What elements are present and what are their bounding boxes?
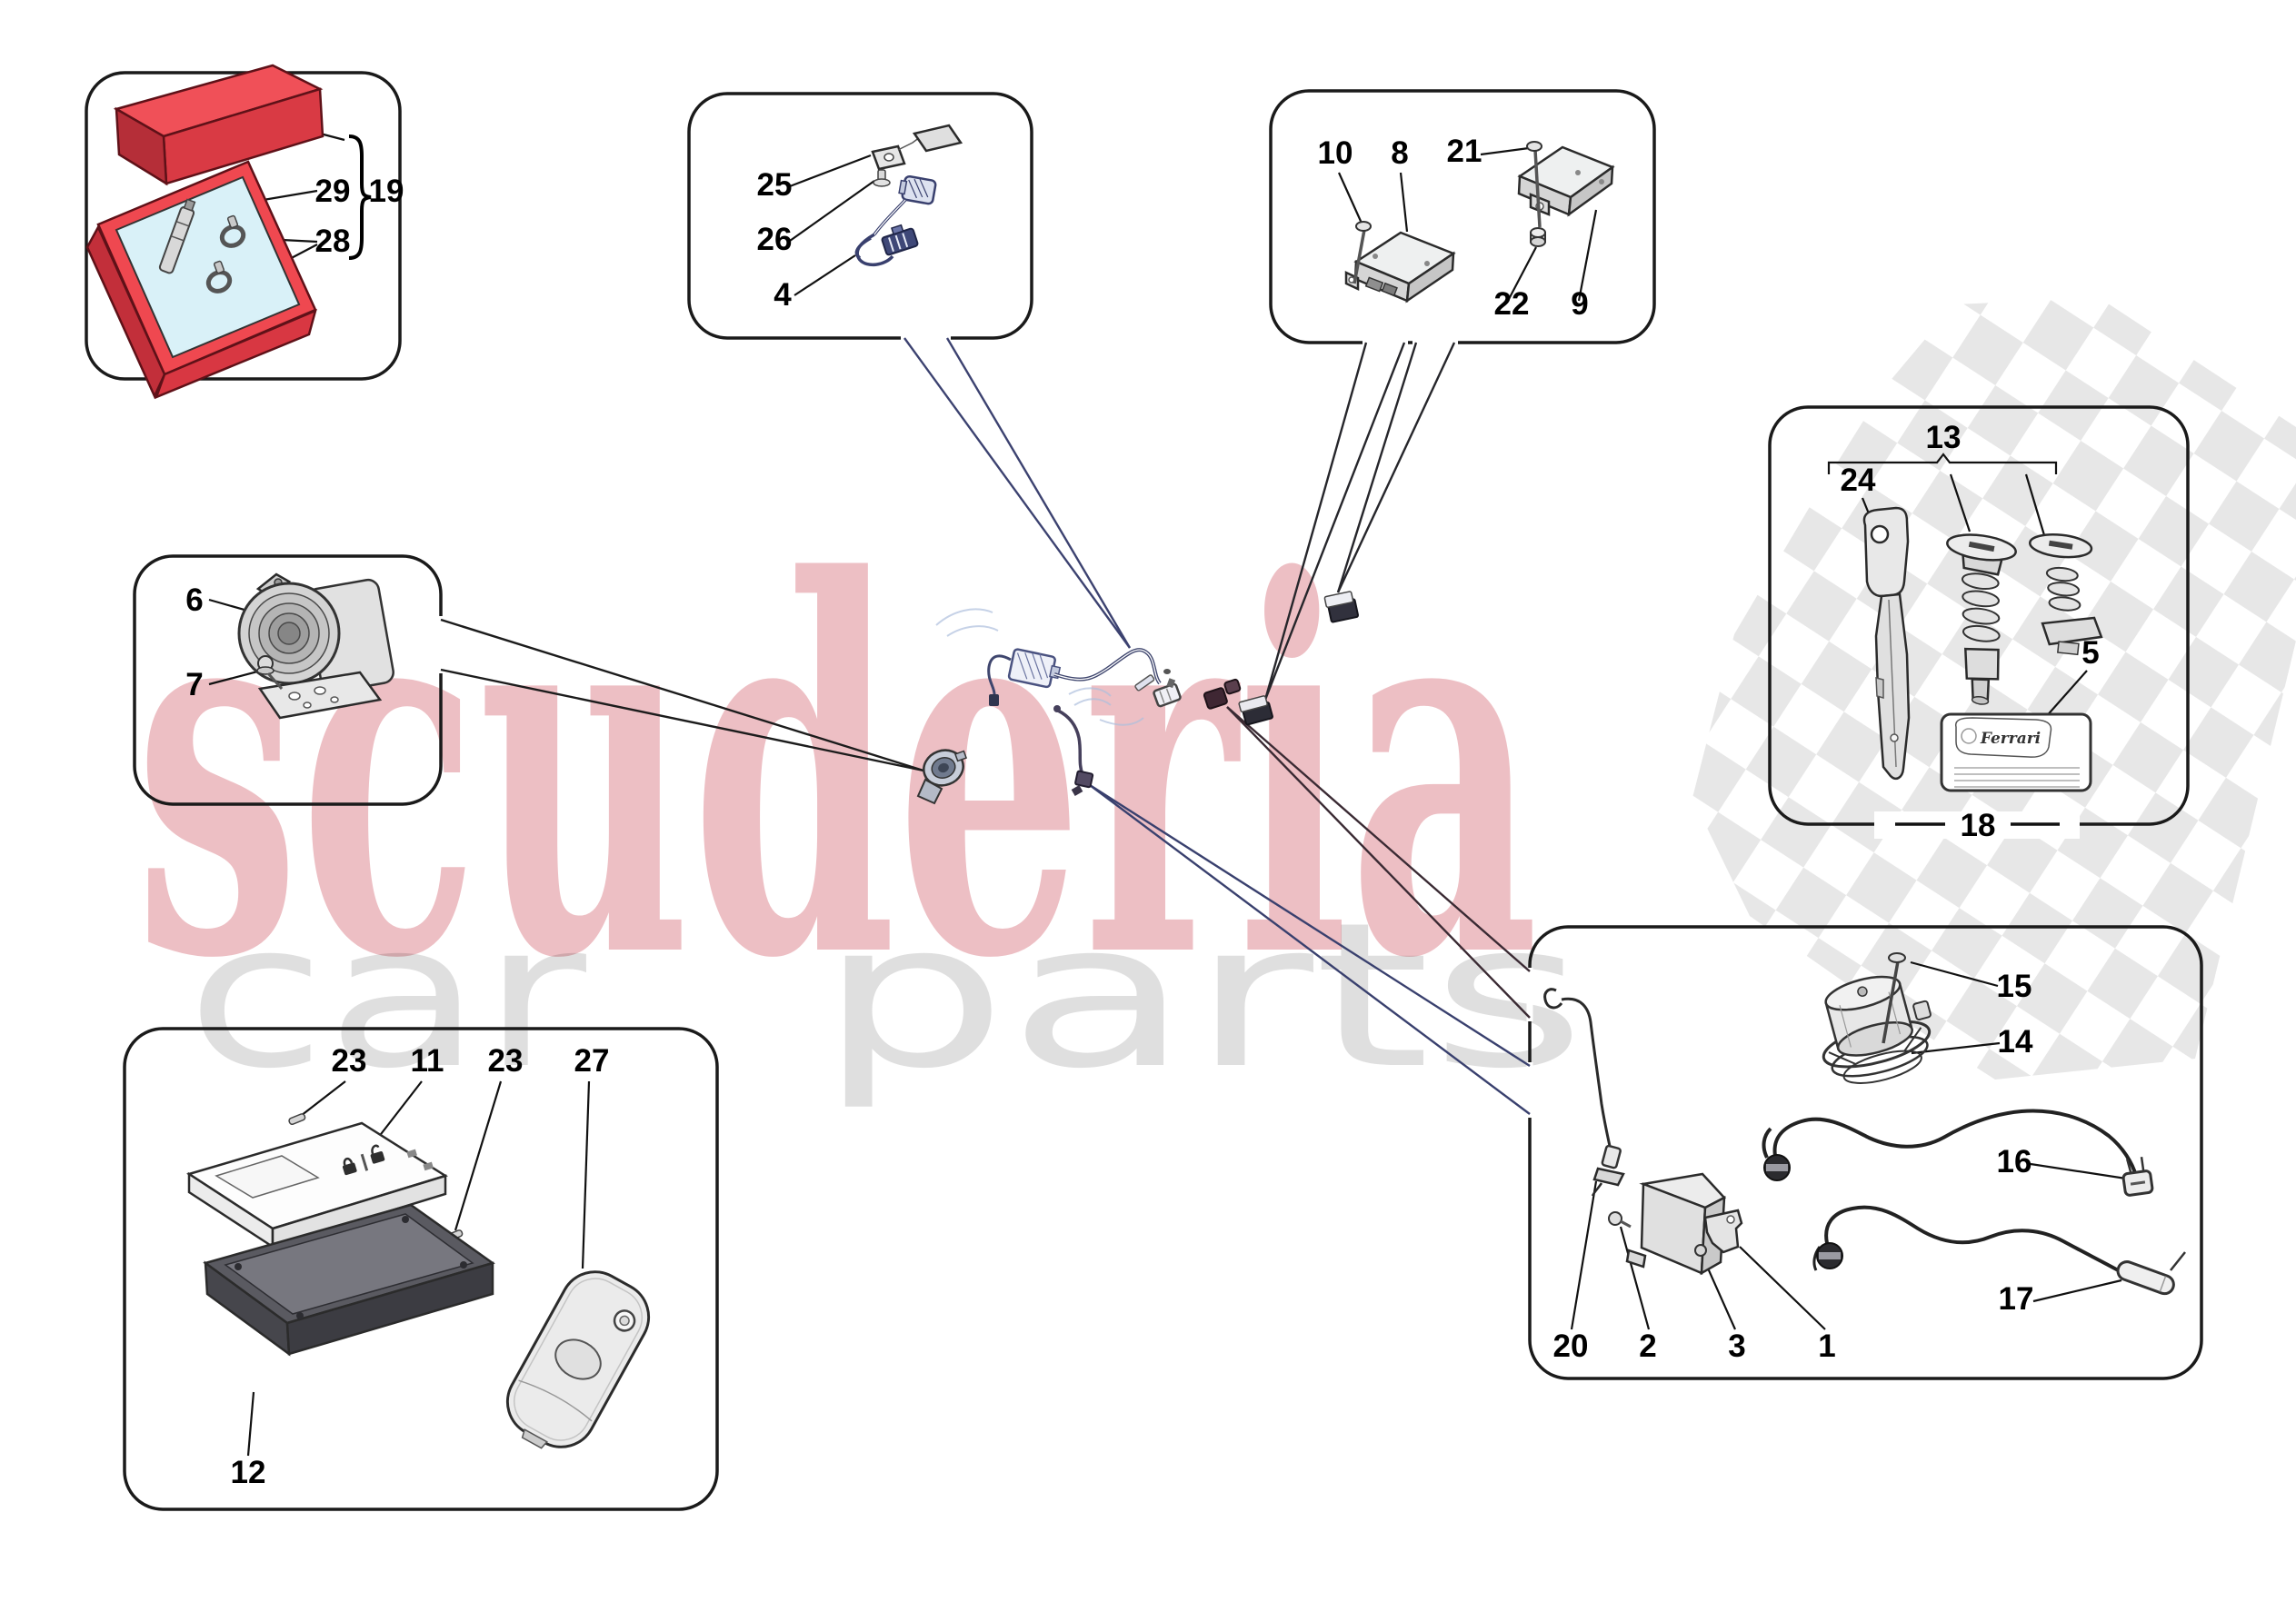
callout-28: 28 [315, 224, 351, 259]
brace-19 [348, 134, 372, 260]
callout-14: 14 [1998, 1024, 2033, 1060]
wedge-line [1336, 342, 1456, 593]
wedge-line [1089, 784, 1531, 1115]
panel-control-units [1269, 89, 1656, 344]
insitu-sensor-module-a [1238, 695, 1273, 726]
watermark-layer: scuderia car parts [135, 298, 2296, 1112]
wedge-line [1226, 706, 1531, 1019]
bracket-25 [871, 124, 963, 171]
insitu-connector-pair [1203, 678, 1242, 710]
wedge-line [1089, 783, 1531, 1068]
callout-20: 20 [1553, 1328, 1589, 1364]
screw-10 [1353, 221, 1372, 284]
ecu-9 [1517, 145, 1615, 217]
callout-27: 27 [574, 1043, 610, 1079]
callout-6: 6 [185, 582, 203, 618]
watermark-sub-right: parts [818, 880, 1586, 1112]
screw-7 [256, 655, 284, 690]
callout-16: 16 [1997, 1144, 2032, 1179]
lock-cylinder-13b [2029, 532, 2103, 656]
callout-labels: 29 19 28 25 26 4 10 8 21 22 9 6 7 13 24 … [185, 134, 2099, 1490]
siren-6 [237, 572, 394, 720]
wedge-line [440, 668, 924, 772]
callout-2: 2 [1639, 1328, 1656, 1364]
key-card-11 [186, 1121, 448, 1249]
callout-15: 15 [1997, 969, 2032, 1004]
pin-23a [288, 1113, 306, 1125]
wedge-line [903, 337, 1131, 649]
antenna-connector-16 [2121, 1156, 2154, 1197]
insitu-siren-clamp [916, 749, 968, 805]
lock-cylinder-13a [1946, 533, 2017, 705]
panel-siren [133, 554, 443, 806]
pointer-wedges [437, 334, 1533, 1118]
callout-19: 19 [369, 174, 404, 209]
alarm-ecu-1 [1625, 1172, 1727, 1276]
gift-box [85, 64, 324, 400]
key-ring-2 [205, 260, 233, 294]
callout-12: 12 [231, 1455, 266, 1490]
screw-15 [1882, 952, 1906, 1044]
insitu-control-module-cable [987, 648, 1182, 708]
callout-13: 13 [1926, 420, 1962, 455]
panel-alarm-system [1528, 925, 2203, 1380]
callout-8: 8 [1391, 135, 1408, 171]
callout-21: 21 [1447, 134, 1482, 169]
callout-4: 4 [774, 277, 792, 313]
wedge-line [1263, 342, 1406, 701]
ecu-8 [1344, 231, 1456, 304]
insitu-antenna-wire [1053, 705, 1094, 796]
wedge-line [440, 618, 924, 772]
screw-2 [1608, 1211, 1632, 1229]
glass-break-antenna-17 [2116, 1251, 2186, 1296]
watermark-brand: scuderia [135, 473, 1539, 1070]
wedge-line [945, 337, 1132, 649]
insitu-sensor-module-b [1323, 591, 1360, 623]
checkered-flag [1692, 298, 2296, 1080]
bracket-13-brace [1827, 453, 2058, 474]
callout-25: 25 [757, 167, 793, 203]
callout-23a: 23 [332, 1043, 367, 1079]
panel-hood-sensor [687, 92, 1033, 340]
antenna-wire-20 [1543, 988, 1625, 1197]
code-card-brand: Ferrari [1980, 730, 2041, 748]
callout-3: 3 [1728, 1328, 1745, 1364]
panel-key-card [123, 1027, 719, 1511]
callout-22: 22 [1494, 286, 1530, 322]
callout-26: 26 [757, 222, 793, 257]
transponder-key-29 [158, 198, 196, 274]
callout-24: 24 [1841, 463, 1876, 498]
antenna-cable-lower [1812, 1205, 2122, 1274]
nut-22 [1530, 227, 1546, 247]
code-card-5: Ferrari [1940, 712, 2092, 792]
faint-sketch-lines [935, 608, 1144, 726]
wedge-line [1226, 706, 1531, 972]
callout-18: 18 [1961, 808, 1996, 843]
callout-5: 5 [2081, 635, 2099, 671]
remote-fob-27 [505, 1270, 651, 1449]
bracket-3 [1694, 1209, 1743, 1257]
wedge-line [1263, 342, 1368, 701]
callout-11: 11 [411, 1043, 444, 1079]
watermark-sub-left: car [186, 880, 587, 1112]
callout-29: 29 [315, 174, 351, 209]
callout-23b: 23 [488, 1043, 524, 1079]
screw-21 [1526, 141, 1542, 228]
card-tray-12 [203, 1203, 495, 1357]
callout-1: 1 [1818, 1328, 1835, 1364]
screw-26 [873, 169, 891, 187]
callout-7: 7 [185, 667, 203, 702]
emergency-key-24 [1862, 506, 1911, 780]
callout-17: 17 [1999, 1281, 2034, 1317]
callout-10: 10 [1318, 135, 1353, 171]
key-ring-1 [219, 214, 246, 248]
hood-switch-cable-4 [854, 174, 937, 267]
antenna-cable-upper [1762, 1109, 2138, 1181]
wedge-line [1336, 342, 1418, 593]
callout-9: 9 [1571, 286, 1588, 322]
